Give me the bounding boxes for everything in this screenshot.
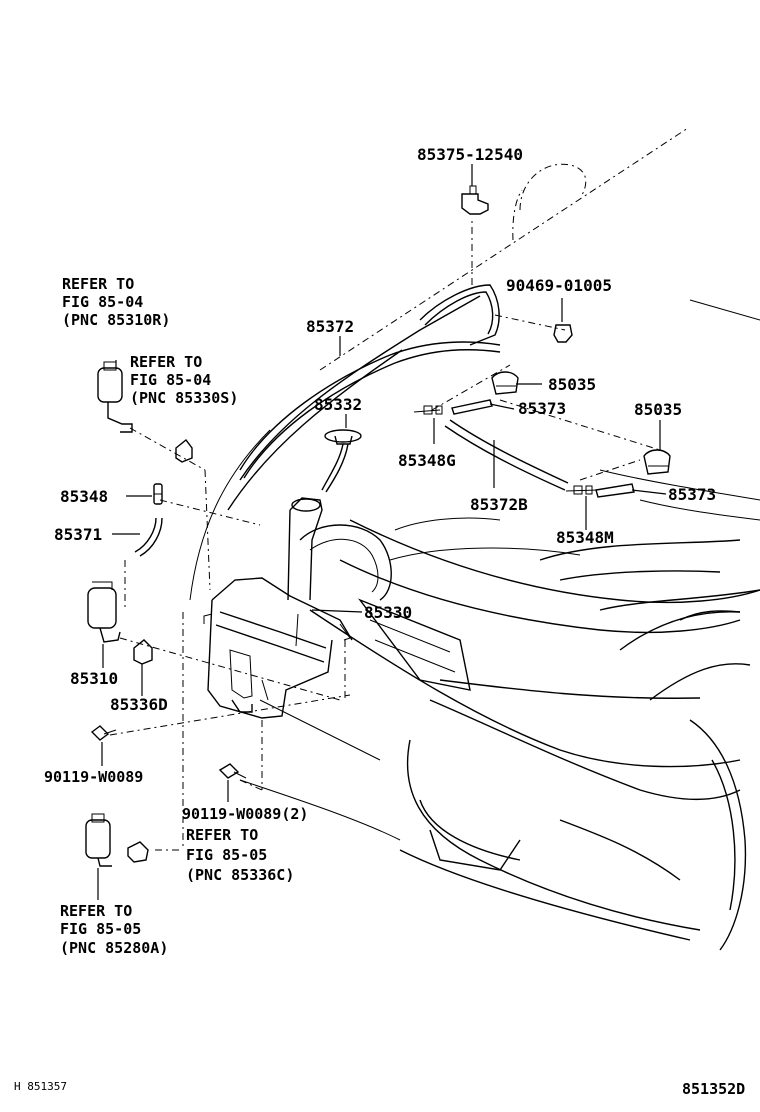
joint-85348m xyxy=(565,485,599,495)
pump-85310 xyxy=(87,581,121,643)
label-90119-center: 90119-W0089(2) xyxy=(182,805,308,823)
clip-85375 xyxy=(461,185,489,215)
bolt-90119-left xyxy=(90,725,117,741)
refer-85336c-line3: (PNC 85336C) xyxy=(186,866,294,884)
label-85372: 85372 xyxy=(306,317,354,336)
refer-85280a-line1: REFER TO xyxy=(60,902,132,920)
washer-tank-85330 xyxy=(203,497,353,719)
footer-right-code: 851352D xyxy=(682,1080,745,1098)
hose-85373-right xyxy=(595,483,635,498)
refer-85310r-line2: FIG 85-04 xyxy=(62,293,143,311)
grommet-upper xyxy=(175,439,193,463)
hose-85372 xyxy=(239,284,501,479)
nozzle-85035-upper xyxy=(491,371,519,395)
refer-85330s-line3: (PNC 85330S) xyxy=(130,389,238,407)
label-85332: 85332 xyxy=(314,395,362,414)
pump-85330s xyxy=(97,361,133,433)
vehicle-outline xyxy=(189,127,760,951)
footer: H 851357 851352D xyxy=(14,1080,745,1098)
label-85348g: 85348G xyxy=(398,451,456,470)
joint-85348g xyxy=(413,405,443,415)
hose-85372b xyxy=(444,419,569,491)
refer-85336c-line2: FIG 85-05 xyxy=(186,846,267,864)
joint-85348 xyxy=(153,483,163,505)
refer-85280a-line3: (PNC 85280A) xyxy=(60,939,168,957)
refer-85336c-line1: REFER TO xyxy=(186,826,258,844)
label-85348m: 85348M xyxy=(556,528,614,547)
connection-lines xyxy=(109,220,661,851)
refer-note-85280a: REFER TO FIG 85-05 (PNC 85280A) xyxy=(60,902,168,957)
label-85371: 85371 xyxy=(54,525,102,544)
filler-cap-85332 xyxy=(321,429,362,493)
label-85035-right: 85035 xyxy=(634,400,682,419)
label-85035-upper: 85035 xyxy=(548,375,596,394)
refer-85280a-line2: FIG 85-05 xyxy=(60,920,141,938)
footer-left-code: H 851357 xyxy=(14,1080,67,1093)
refer-85330s-line2: FIG 85-04 xyxy=(130,371,211,389)
refer-note-85330s: REFER TO FIG 85-04 (PNC 85330S) xyxy=(130,353,238,407)
grommet-85336d xyxy=(133,639,153,665)
clip-90469 xyxy=(553,324,573,343)
hose-85373-upper xyxy=(451,399,493,415)
refer-85330s-line1: REFER TO xyxy=(130,353,202,371)
part-labels: 85375-12540 90469-01005 85372 85035 8533… xyxy=(44,145,716,823)
label-90469: 90469-01005 xyxy=(506,276,612,295)
label-85310: 85310 xyxy=(70,669,118,688)
label-85336d: 85336D xyxy=(110,695,168,714)
label-85373-right: 85373 xyxy=(668,485,716,504)
grommet-85336c xyxy=(127,841,149,863)
label-90119-left: 90119-W0089 xyxy=(44,768,143,786)
refer-note-85336c: REFER TO FIG 85-05 (PNC 85336C) xyxy=(186,826,294,884)
refer-85310r-line3: (PNC 85310R) xyxy=(62,311,170,329)
pump-85280a xyxy=(85,813,112,867)
label-85330: 85330 xyxy=(364,603,412,622)
bolt-90119-center xyxy=(218,763,247,779)
label-85348: 85348 xyxy=(60,487,108,506)
refer-note-85310r: REFER TO FIG 85-04 (PNC 85310R) xyxy=(62,275,170,329)
hose-85371 xyxy=(134,517,163,557)
label-85375: 85375-12540 xyxy=(417,145,523,164)
reference-notes: REFER TO FIG 85-04 (PNC 85310R) REFER TO… xyxy=(60,275,294,957)
refer-85310r-line1: REFER TO xyxy=(62,275,134,293)
label-85373-upper: 85373 xyxy=(518,399,566,418)
leader-lines xyxy=(97,164,667,900)
label-85372b: 85372B xyxy=(470,495,528,514)
nozzle-85035-right xyxy=(643,449,671,475)
